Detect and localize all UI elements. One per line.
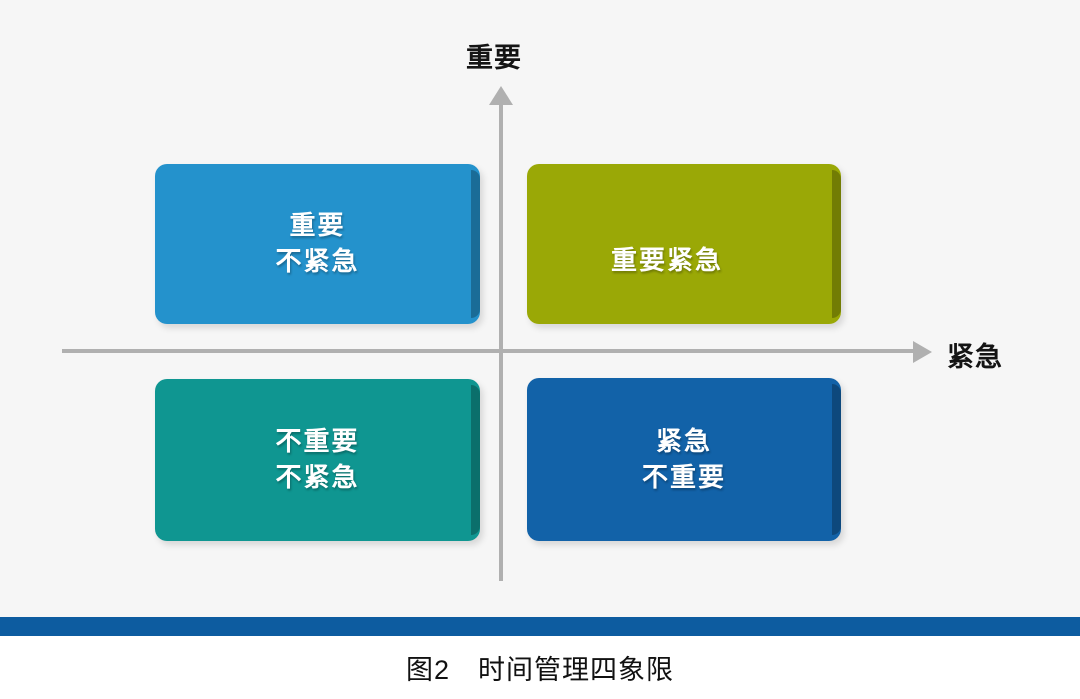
quadrant-label-group: 紧急 不重要 [642,424,726,496]
quadrant-label-group: 重要 不紧急 [275,208,359,280]
quadrant-line-1: 重要紧急 [610,245,723,276]
figure-caption: 图2 时间管理四象限 [405,655,675,685]
arrow-up-icon [489,86,513,105]
y-axis-label: 重要 [466,43,522,73]
quadrant-label-group: 重要紧急 [611,243,723,279]
x-axis-label: 紧急 [947,342,1003,372]
quadrant-label-group: 不重要 不紧急 [275,424,359,496]
arrow-right-icon [913,341,932,363]
quadrant-line-1: 紧急 [655,425,712,456]
figure-canvas: 重要 紧急 重要 不紧急 重要紧急 不重要 不紧急 紧急 不重要 [62,43,1003,581]
quadrant-line-1: 不重要 [275,426,360,457]
quadrant-line-2: 不重要 [641,461,726,492]
quadrant-important-urgent[interactable]: 重要紧急 [527,164,841,324]
y-axis-line [499,101,503,581]
quadrant-important-not-urgent[interactable]: 重要 不紧急 [155,164,480,324]
quadrant-urgent-not-important[interactable]: 紧急 不重要 [527,378,841,541]
footer-divider [0,617,1080,636]
quadrant-line-2: 不紧急 [275,246,360,276]
x-axis-line [62,349,917,353]
quadrant-not-important-not-urgent[interactable]: 不重要 不紧急 [155,379,480,541]
quadrant-line-2: 不紧急 [275,462,360,492]
figure-caption-bar: 图2 时间管理四象限 [0,636,1080,699]
quadrant-line-1: 重要 [289,210,346,241]
